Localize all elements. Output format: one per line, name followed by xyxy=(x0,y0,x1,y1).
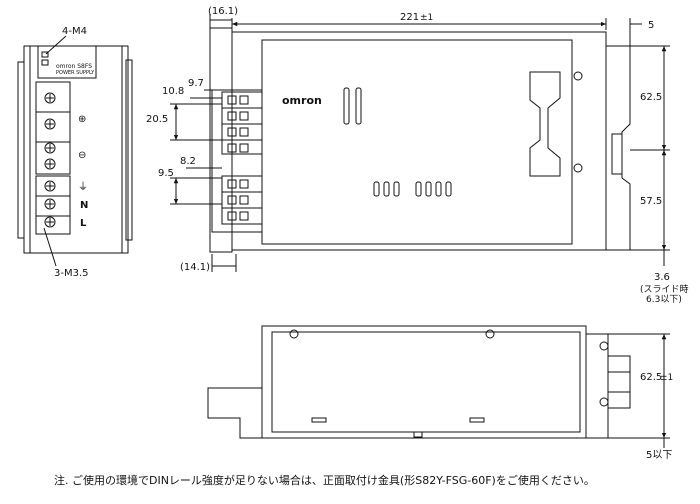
leader-3m35 xyxy=(43,227,57,267)
dim-9-7: 9.7 xyxy=(188,78,204,89)
lower-terminal-block xyxy=(221,175,263,225)
dim-9-5: 9.5 xyxy=(158,168,174,179)
din-clip xyxy=(529,71,561,177)
upper-terminal-block xyxy=(221,91,263,155)
dim-right-offset: 5 xyxy=(648,20,654,31)
front-subtitle-text: POWER SUPPLY xyxy=(56,70,95,76)
main-housing-outline xyxy=(231,31,607,251)
dim-10-8: 10.8 xyxy=(162,86,184,97)
side-dim-bottom: 5以下 xyxy=(646,450,672,461)
screw-icon xyxy=(44,198,56,210)
dim-20-5: 20.5 xyxy=(146,114,168,125)
clip-screw-icon xyxy=(573,163,583,173)
terminal-symbol-l: L xyxy=(80,218,87,229)
screw-icon xyxy=(44,142,56,154)
screw-icon xyxy=(44,92,56,104)
side-dim-height-tol: ±1 xyxy=(660,373,673,383)
side-screw-icon xyxy=(289,329,299,339)
front-left-bracket xyxy=(17,61,24,239)
front-brand-text: omron S8FS xyxy=(56,63,92,70)
footnote: 注. ご使用の環境でDINレール強度が足りない場合は、正面取付け金具(形S82Y… xyxy=(54,474,595,487)
dim-left-offset: (16.1) xyxy=(208,6,238,17)
vent-slots-horizontal xyxy=(373,181,452,197)
front-inner-body xyxy=(29,45,123,254)
side-dim-height: 62.5 xyxy=(640,372,662,383)
slide-dim: 3.6 xyxy=(654,272,670,283)
side-screw-icon xyxy=(599,341,609,351)
front-rail-clip xyxy=(125,59,133,241)
terminal-block-upper xyxy=(35,81,71,175)
vent-slots-vertical xyxy=(343,87,362,125)
label-area xyxy=(37,45,97,79)
slide-note: (スライド時 xyxy=(640,284,689,295)
front-housing xyxy=(23,45,129,254)
side-screw-icon xyxy=(599,397,609,407)
screw-icon xyxy=(44,216,56,228)
screw-icon xyxy=(44,118,56,130)
terminal-symbol-plus: ⊕ xyxy=(78,114,86,125)
rail-bracket-right xyxy=(606,45,631,251)
dim-lower-height: 57.5 xyxy=(640,196,662,207)
main-logo: omron xyxy=(282,94,322,107)
screw-icon xyxy=(44,158,56,170)
clip-screw-icon xyxy=(573,71,583,81)
main-view xyxy=(170,14,670,272)
side-view xyxy=(207,325,670,448)
side-left-bracket xyxy=(207,387,263,439)
slide-max: 6.3以下) xyxy=(646,295,682,305)
screw-icon xyxy=(44,180,56,192)
leader-4m4 xyxy=(45,35,67,55)
main-left-section xyxy=(209,27,233,253)
terminal-block-lower xyxy=(35,175,71,235)
dim-overall-length-tol: ±1 xyxy=(420,13,433,23)
main-top-panel xyxy=(261,39,573,245)
terminal-symbol-n: N xyxy=(80,200,88,211)
dim-upper-height: 62.5 xyxy=(640,92,662,103)
main-connector-box xyxy=(211,89,263,233)
dim-8-2: 8.2 xyxy=(180,156,196,167)
dim-overall-length: 221 xyxy=(400,12,419,23)
side-screw-icon xyxy=(485,329,495,339)
terminal-symbol-minus: ⊖ xyxy=(78,150,86,161)
dim-bottom-left: (14.1) xyxy=(180,262,210,273)
screw-label-top: 4-M4 xyxy=(62,26,87,37)
side-housing-outline xyxy=(261,325,587,439)
terminal-screws xyxy=(44,92,56,228)
screw-label-bottom: 3-M3.5 xyxy=(54,268,89,279)
terminal-symbol-ground: ⏚ xyxy=(78,181,88,193)
front-view xyxy=(17,35,133,267)
side-body xyxy=(271,331,581,433)
